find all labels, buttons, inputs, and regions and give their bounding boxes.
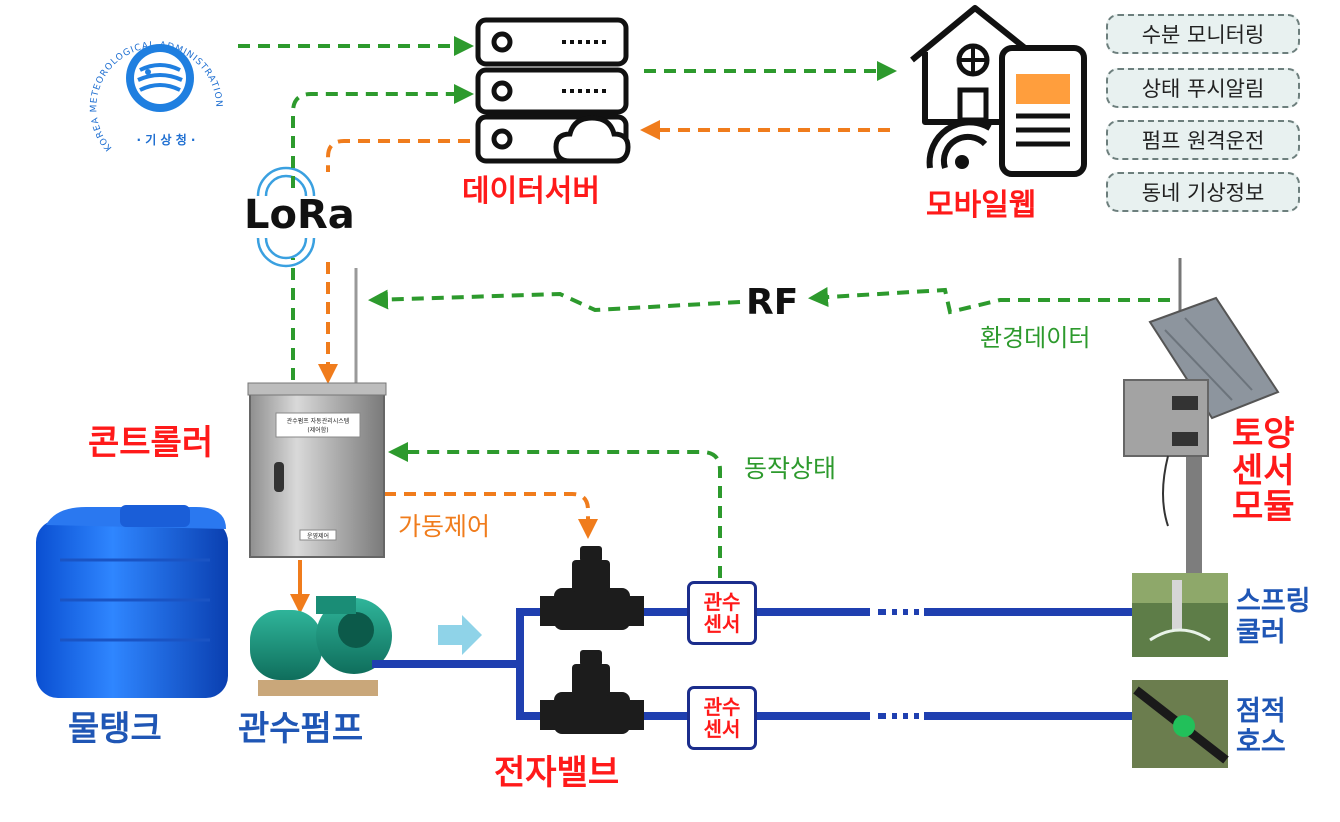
operation-control-arrow	[384, 492, 598, 539]
irrigation-sensor-lower-line-2: 센서	[703, 717, 741, 741]
irrigation-sensor-lower: 관수 센서	[687, 686, 757, 750]
sprinkler-label-line-1: 스프링	[1236, 586, 1311, 617]
irrigation-sensor-upper-line-1: 관수	[703, 590, 741, 614]
server-to-lora-arrow	[326, 139, 470, 172]
solenoid-valve-lower	[540, 650, 644, 734]
rf-to-controller-arrow	[368, 289, 741, 313]
drip-hose-label: 점적 호스	[1236, 696, 1286, 758]
irrigation-sensor-upper-line-2: 센서	[703, 612, 741, 636]
data-server-label: 데이터서버	[462, 174, 600, 209]
lora-signal-icon	[256, 166, 316, 268]
status-feedback-arrow	[388, 442, 722, 578]
irrigation-pump-label: 관수펌프	[238, 709, 364, 749]
mobile-web-icon	[910, 5, 1087, 177]
operation-status-label: 동작상태	[744, 454, 837, 483]
feature-moisture-monitoring: 수분 모니터링	[1106, 14, 1300, 54]
water-tank	[36, 505, 228, 698]
drip-hose-label-line-1: 점적	[1236, 696, 1286, 727]
feature-local-weather-info: 동네 기상정보	[1106, 172, 1300, 212]
irrigation-sensor-upper: 관수 센서	[687, 581, 757, 645]
soil-sensor-label-line-3: 모듈	[1232, 487, 1295, 528]
pipe-continuation-dots	[878, 609, 919, 719]
lora-label: LoRa	[244, 192, 355, 238]
flow-direction-arrow	[438, 615, 482, 655]
lora-to-server-arrow	[291, 84, 474, 188]
rf-label: RF	[746, 282, 799, 323]
sprinkler-label-line-2: 쿨러	[1236, 617, 1286, 649]
solenoid-valve-upper	[540, 546, 644, 630]
soil-sensor-label-line-2: 센서	[1232, 450, 1295, 491]
soil-sensor-module-label: 토양 센서 모듈	[1232, 416, 1295, 526]
irrigation-sensor-lower-line-1: 관수	[703, 695, 741, 719]
kma-logo: KOREA METEOROLOGICAL ADMINISTRATION · 기 …	[89, 41, 222, 153]
kma-name: · 기 상 청 ·	[137, 132, 196, 147]
irrigation-pump	[250, 596, 392, 696]
controller-panel-subtitle: (제어함)	[307, 426, 328, 434]
soil-sensor-module	[1123, 258, 1280, 576]
data-server-icon	[475, 17, 631, 164]
controller-panel-bottom: 운영제어	[307, 532, 329, 540]
controller-label: 콘트롤러	[88, 423, 214, 463]
feature-status-push-alert: 상태 푸시알림	[1106, 68, 1300, 108]
controller-panel-title: 관수펌프 자동관리시스템	[287, 417, 350, 425]
soil-sensor-label-line-1: 토양	[1232, 414, 1295, 454]
solenoid-valve-label: 전자밸브	[494, 753, 620, 793]
drip-hose-photo	[1132, 680, 1229, 768]
sprinkler-label: 스프링 쿨러	[1236, 586, 1311, 648]
mobile-web-label: 모바일웹	[926, 188, 1037, 223]
operation-control-label: 가동제어	[398, 512, 491, 541]
flow-arrows	[238, 36, 1170, 578]
controller-cabinet: 관수펌프 자동관리시스템 (제어함) 운영제어	[247, 382, 387, 558]
feature-remote-pump-operation: 펌프 원격운전	[1106, 120, 1300, 160]
sprinkler-photo	[1132, 573, 1228, 657]
sensor-to-rf-arrow	[808, 287, 1170, 315]
water-tank-label: 물탱크	[68, 709, 162, 749]
env-data-label: 환경데이터	[980, 324, 1091, 352]
drip-hose-label-line-2: 호스	[1236, 727, 1286, 759]
